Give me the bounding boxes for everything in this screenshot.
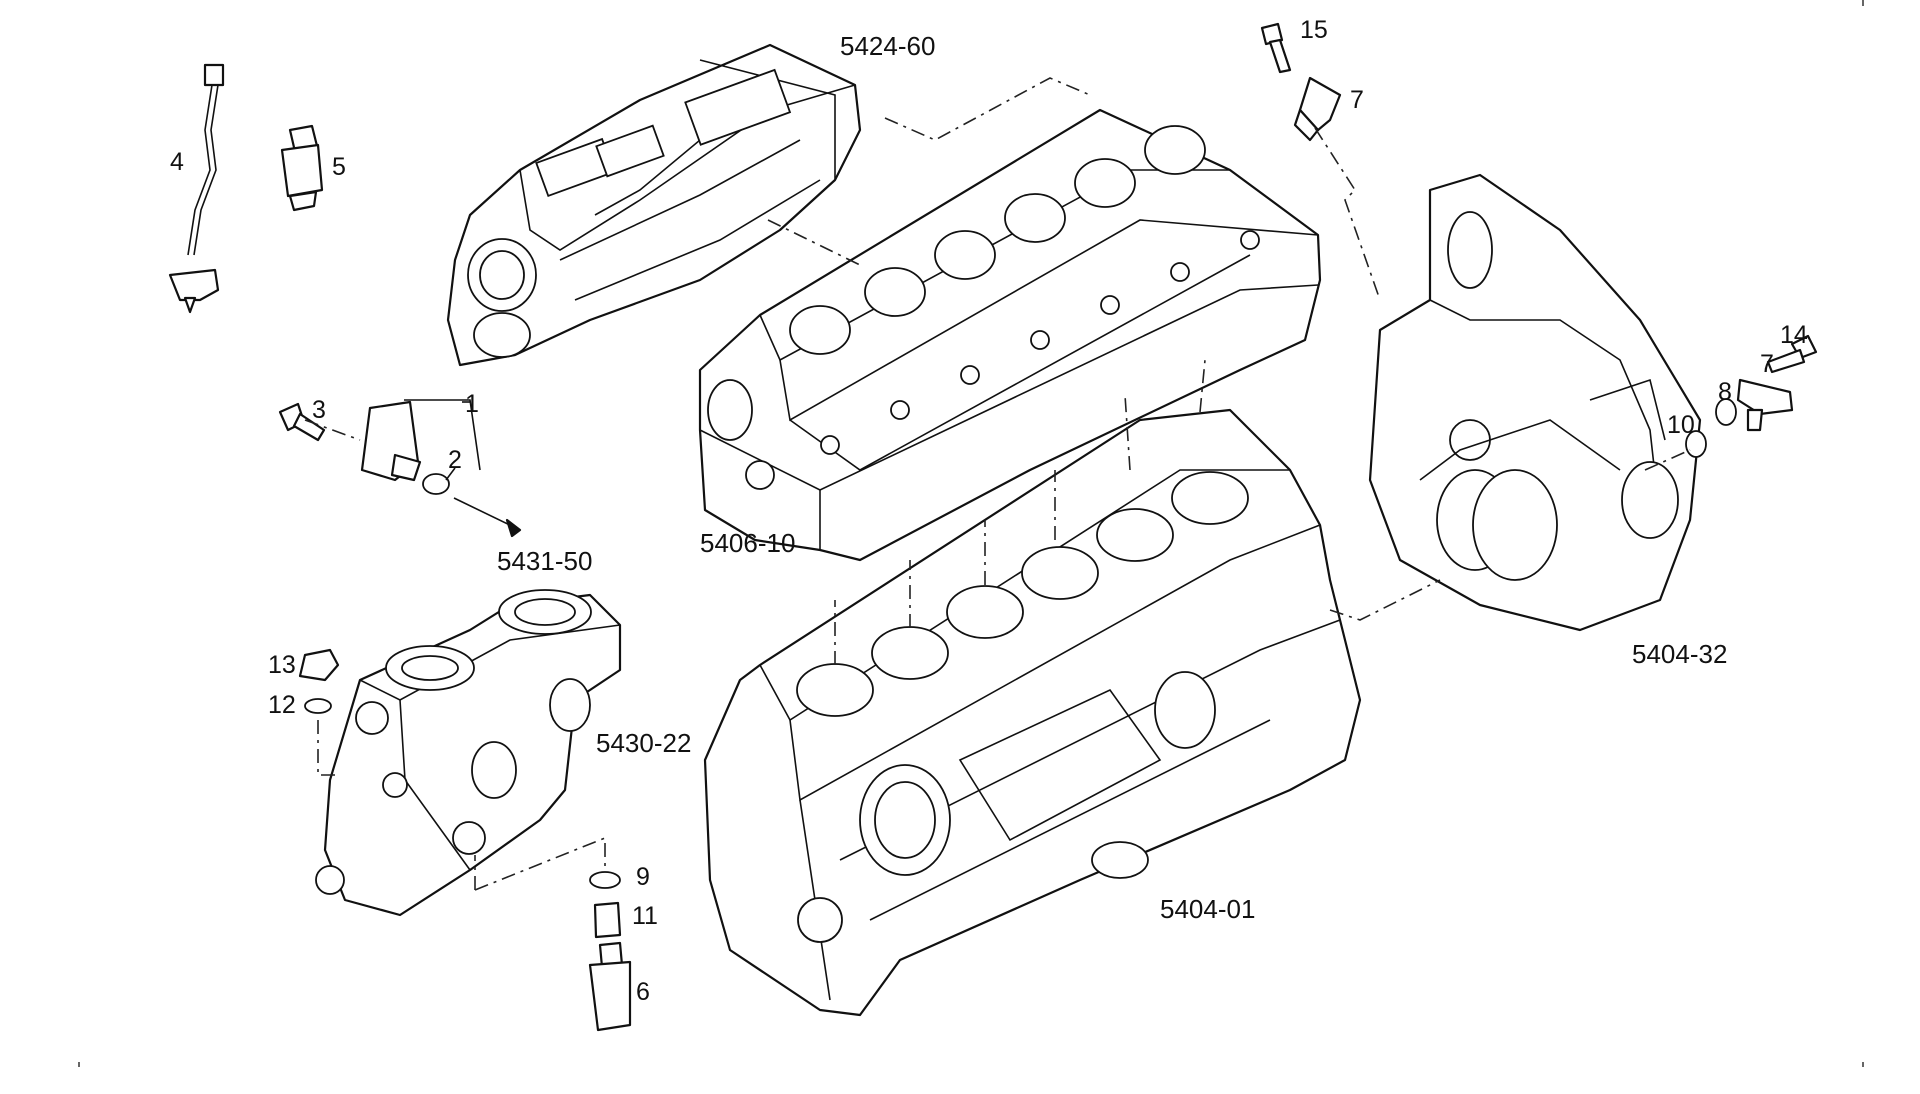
label-part-2: 2 [448,446,462,474]
label-part-7-right: 7 [1760,350,1774,378]
sensor-6 [588,941,632,1032]
assembly-guide-lines [304,77,1691,891]
intake-manifold-part [446,43,862,367]
sensor-7-right [1736,378,1794,432]
bolt-15 [1260,22,1292,74]
bolt-14 [1766,334,1818,374]
leader-lines [445,401,522,538]
label-part-6: 6 [636,978,650,1006]
label-part-12: 12 [268,691,296,719]
label-part-10: 10 [1667,411,1695,439]
label-part-4: 4 [170,148,184,176]
washer-12 [304,698,332,714]
pressure-sensor-5 [280,124,324,212]
label-part-3: 3 [312,396,326,424]
diagram-labels: 5424-60 5406-10 5404-01 5404-32 5430-22 … [170,16,1808,1006]
cylinder-head-part [698,108,1322,562]
cylinder-head-ports [707,230,1260,490]
label-part-15: 15 [1300,16,1328,44]
label-part-1: 1 [465,390,479,418]
label-5431-50: 5431-50 [497,546,592,576]
frame-corner-marks [78,0,1864,1067]
o-ring-10 [1685,430,1707,458]
o-ring-2 [422,473,450,495]
label-part-9: 9 [636,863,650,891]
arrow-to-5431-50 [505,518,522,538]
label-part-11: 11 [632,902,658,930]
engine-block-part [703,408,1362,1017]
label-part-13: 13 [268,651,296,679]
speed-sensor-1 [360,399,481,482]
o-ring-8 [1715,398,1737,426]
sensor-harness-4 [168,63,225,314]
sensor-7-top [1293,76,1342,142]
label-part-8: 8 [1718,378,1732,406]
fitting-11 [593,901,622,939]
engine-block-bores [796,471,1249,717]
label-part-7-top: 7 [1350,86,1364,114]
flywheel-housing-part [1368,173,1702,632]
label-5424-60: 5424-60 [840,31,935,61]
label-part-5: 5 [332,153,346,181]
cylinder-head-bores [789,125,1206,355]
label-5404-01: 5404-01 [1160,894,1255,924]
label-part-14: 14 [1780,321,1808,349]
label-5406-10: 5406-10 [700,528,795,558]
label-5430-22: 5430-22 [596,728,691,758]
label-5404-32: 5404-32 [1632,639,1727,669]
fuel-pump-part [315,589,622,917]
plug-13 [298,648,340,682]
washer-9 [589,871,621,889]
